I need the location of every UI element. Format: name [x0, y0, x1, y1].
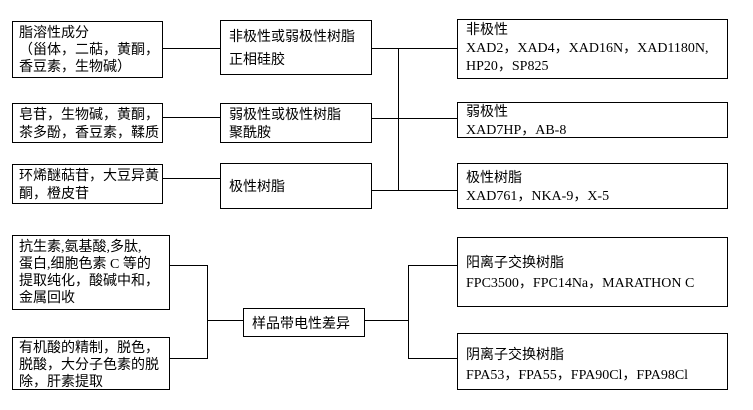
- box-antibiotics-amino-acids-purification: 抗生素,氨基酸,多肽, 蛋白,细胞色素 C 等的 提取纯化，酸碱中和， 金属回收: [12, 235, 170, 310]
- box-text-line: 酮，橙皮苷: [19, 187, 89, 202]
- box-text-line: 正相硅胶: [229, 53, 285, 68]
- box-text-line: 阴离子交换树脂: [466, 348, 564, 363]
- box-text-line: HP20，SP825: [466, 59, 549, 74]
- connector-bracket-r4: [408, 265, 457, 266]
- box-text-line: 脱酸，大分子色素的脱: [19, 358, 159, 373]
- box-text-line: 样品带电性差异: [252, 316, 350, 332]
- box-text-line: 金属回收: [19, 291, 75, 306]
- box-text-line: 除，肝素提取: [19, 375, 103, 390]
- box-cation-exchange-resins-list: 阳离子交换树脂 FPC3500，FPC14Na，MARATHON C: [457, 237, 728, 307]
- box-text-line: 提取纯化，酸碱中和，: [19, 274, 159, 289]
- box-text-line: XAD2，XAD4，XAD16N，XAD1180N,: [466, 41, 709, 56]
- box-text-line: 非极性: [466, 23, 508, 38]
- connector-bracket-r5: [408, 358, 457, 359]
- box-text-line: 有机酸的精制，脱色，: [19, 341, 159, 356]
- box-weakly-polar-resins-list: 弱极性 XAD7HP，AB-8: [457, 102, 728, 138]
- connector-m2-r2: [372, 118, 457, 119]
- connector-trunk-vertical: [398, 48, 399, 191]
- box-iridoid-glycosides: 环烯醚萜苷，大豆异黄 酮，橙皮苷: [12, 164, 163, 204]
- connector-l4-bracket: [170, 265, 207, 266]
- box-text-line: 阳离子交换树脂: [466, 256, 564, 271]
- box-text-line: 蛋白,细胞色素 C 等的: [19, 257, 151, 272]
- connector-m4-bracket: [365, 320, 408, 321]
- box-lipid-soluble-components: 脂溶性成分 （甾体，二萜，黄酮， 香豆素，生物碱）: [12, 21, 163, 78]
- box-nonpolar-or-weakly-polar-resin: 非极性或弱极性树脂 正相硅胶: [220, 20, 372, 75]
- box-text-line: FPC3500，FPC14Na，MARATHON C: [466, 276, 695, 291]
- connector-right-bracket-vertical: [408, 265, 409, 359]
- box-polar-resin: 极性树脂: [220, 163, 372, 209]
- box-text-line: 弱极性: [466, 105, 508, 120]
- box-sample-charge-difference: 样品带电性差异: [243, 308, 365, 337]
- box-saponins-alkaloids-flavones: 皂苷，生物碱，黄酮， 茶多酚，香豆素，鞣质: [12, 103, 163, 143]
- connector-l2-m2: [163, 117, 220, 118]
- box-nonpolar-resins-list: 非极性 XAD2，XAD4，XAD16N，XAD1180N, HP20，SP82…: [457, 19, 728, 79]
- box-text-line: 环烯醚萜苷，大豆异黄: [19, 169, 159, 184]
- box-text-line: 极性树脂: [229, 180, 285, 195]
- connector-bracket-m4: [207, 320, 243, 321]
- connector-left-bracket-vertical: [207, 265, 208, 359]
- box-weakly-polar-or-polar-resin: 弱极性或极性树脂 聚酰胺: [220, 103, 372, 143]
- connector-m1-r1: [372, 48, 457, 49]
- box-text-line: XAD7HP，AB-8: [466, 123, 567, 138]
- connector-l1-m1: [163, 48, 220, 49]
- box-text-line: 弱极性或极性树脂: [229, 108, 341, 123]
- connector-l5-bracket: [170, 358, 207, 359]
- box-text-line: 极性树脂: [466, 171, 522, 186]
- box-text-line: XAD761，NKA-9，X-5: [466, 189, 610, 204]
- box-text-line: 抗生素,氨基酸,多肽,: [19, 240, 142, 255]
- box-text-line: 脂溶性成分: [19, 26, 89, 41]
- box-text-line: FPA53，FPA55，FPA90Cl，FPA98Cl: [466, 368, 689, 383]
- box-text-line: （甾体，二萜，黄酮，: [19, 43, 159, 58]
- box-text-line: 茶多酚，香豆素，鞣质: [19, 126, 159, 141]
- box-organic-acid-refining: 有机酸的精制，脱色， 脱酸，大分子色素的脱 除，肝素提取: [12, 337, 170, 390]
- box-polar-resins-list: 极性树脂 XAD761，NKA-9，X-5: [457, 163, 728, 209]
- box-text-line: 香豆素，生物碱）: [19, 60, 131, 75]
- connector-l3-m3: [163, 178, 220, 179]
- box-text-line: 聚酰胺: [229, 126, 271, 141]
- box-anion-exchange-resins-list: 阴离子交换树脂 FPA53，FPA55，FPA90Cl，FPA98Cl: [457, 333, 728, 390]
- box-text-line: 非极性或弱极性树脂: [229, 30, 355, 45]
- connector-m3-r3: [372, 190, 457, 191]
- box-text-line: 皂苷，生物碱，黄酮，: [19, 108, 159, 123]
